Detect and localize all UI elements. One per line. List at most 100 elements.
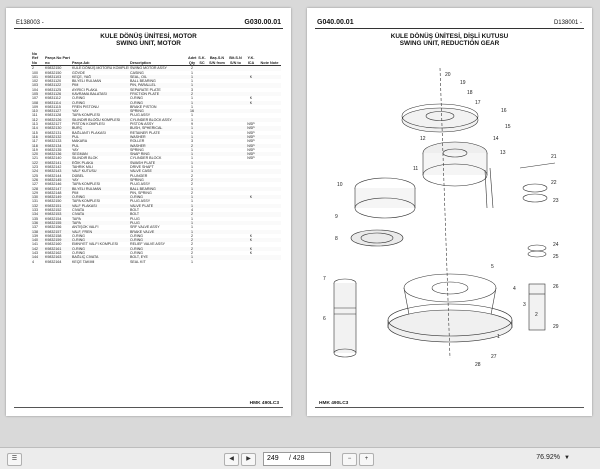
cell-part-no: K9832158 (45, 233, 62, 238)
cell-sn-to (227, 186, 244, 191)
zoom-level[interactable]: 76.92% (536, 454, 560, 461)
cell-part-no: K9832153 (44, 212, 71, 217)
previous-page-button[interactable]: ◀ (224, 453, 239, 466)
callout-label: 7 (323, 276, 326, 282)
next-page-button[interactable]: ▶ (241, 453, 256, 466)
parts-table-header: No Ref No Parça No Part no Parça Adı Des… (31, 52, 281, 67)
cell-sn-from (207, 229, 227, 234)
cell-sc (197, 186, 207, 191)
cell-sn-from (207, 169, 227, 174)
callout-label: 26 (553, 284, 559, 290)
cell-sn-from (207, 134, 227, 140)
cell-part-name: YAY (72, 147, 79, 152)
cell-sc (197, 92, 207, 97)
cell-part-no: K9831122 (44, 83, 71, 88)
cell-note (258, 203, 281, 209)
cell-part-name: PİM (71, 83, 129, 88)
cell-note (258, 195, 281, 200)
cell-description: PLUG ASSY (130, 199, 151, 204)
cell-sn-from (207, 83, 227, 88)
cell-ica: NSP (244, 126, 258, 131)
callout-label: 27 (491, 354, 497, 360)
cell-part-no: K9832154 (45, 216, 62, 221)
cell-description: BALL BEARING (130, 79, 156, 84)
cell-sc (197, 260, 207, 264)
cell-part-no: K9832141 (44, 160, 71, 166)
cell-qty: 2 (187, 246, 197, 251)
callout-label: 4 (513, 286, 516, 292)
cell-qty: 1 (187, 134, 197, 140)
cell-sc (197, 177, 207, 183)
cell-ref-no: 133 (32, 208, 38, 213)
cell-ref-no: 142 (31, 246, 44, 251)
zoom-in-button[interactable]: + (359, 453, 374, 466)
cell-part-no: K9832132 (44, 134, 71, 140)
cell-sn-to (227, 238, 244, 243)
callout-label: 11 (413, 166, 418, 172)
cell-ref-no: 112 (31, 117, 44, 123)
cell-ref-no: 137 (32, 225, 38, 230)
callout-label: 28 (475, 362, 481, 368)
cell-description: CYLINDER BLOCK (130, 156, 162, 161)
cell-sn-from (207, 220, 227, 226)
cell-description: PLUG ASSY (130, 113, 151, 118)
cell-part-no: K9832162 (45, 250, 62, 255)
cell-part-no: K9832146 (45, 182, 62, 187)
cell-ica: NSP (244, 134, 258, 140)
cell-ica: K (244, 246, 258, 251)
cell-ref-no: 132 (31, 203, 44, 209)
cell-qty: 1 (191, 225, 193, 230)
cell-part-no: K9832157 (44, 229, 71, 234)
col-sn-from: Baş.S.N S/N from (207, 52, 227, 67)
cell-sn-from (207, 177, 227, 183)
cell-note (258, 229, 281, 234)
cell-part-no: K9832135 (45, 147, 62, 152)
cell-part-no: K9832152 (45, 208, 62, 213)
cell-part-name: CIVATA (72, 208, 85, 213)
left-page: E138003 - G030.00.01 KULE DÖNÜŞ ÜNİTESİ,… (6, 8, 291, 416)
cell-description: O-RING (130, 96, 143, 101)
callout-label: 3 (523, 302, 526, 308)
sidebar-toggle-icon[interactable]: ☰ (7, 453, 22, 466)
page-number-field[interactable]: / 428 (263, 452, 331, 466)
cell-qty: 2 (187, 143, 197, 148)
cell-part-name: PUL (71, 143, 129, 148)
cell-qty: 1 (187, 195, 197, 200)
page-number-input[interactable] (264, 455, 287, 462)
cell-ref-no: 102 (32, 79, 38, 84)
cell-part-name: VALF PLAKASI (71, 203, 129, 209)
cell-sn-from (207, 203, 227, 209)
cell-note (258, 92, 281, 97)
cell-part-name: MAKARA (72, 139, 88, 144)
exploded-view-diagram: 2019181716151413121110987654321212223242… (323, 67, 559, 368)
cell-ref-no: 107 (32, 96, 38, 101)
cell-description: PISTON ASSY (130, 122, 154, 127)
zoom-dropdown-chevron-icon[interactable]: ▼ (564, 455, 570, 461)
cell-sn-from (207, 195, 227, 200)
cell-part-no: K9831115 (45, 104, 61, 109)
cell-note (258, 186, 281, 191)
cell-qty: 1 (187, 169, 197, 174)
cell-qty: 3 (191, 87, 193, 92)
cell-sn-from (207, 92, 227, 97)
cell-ref-no: 116 (31, 134, 44, 140)
cell-sn-from (207, 160, 227, 166)
cell-sn-to (227, 169, 244, 174)
col-ref-no: No Ref No (31, 52, 44, 67)
cell-part-name: O-RİNG (72, 233, 85, 238)
zoom-out-button[interactable]: − (342, 453, 357, 466)
cell-sn-to (227, 203, 244, 209)
cell-sn-to (227, 100, 244, 105)
cell-note (258, 177, 281, 183)
cell-part-name: PUL (71, 134, 129, 140)
cell-ref-no: 126 (31, 177, 44, 183)
